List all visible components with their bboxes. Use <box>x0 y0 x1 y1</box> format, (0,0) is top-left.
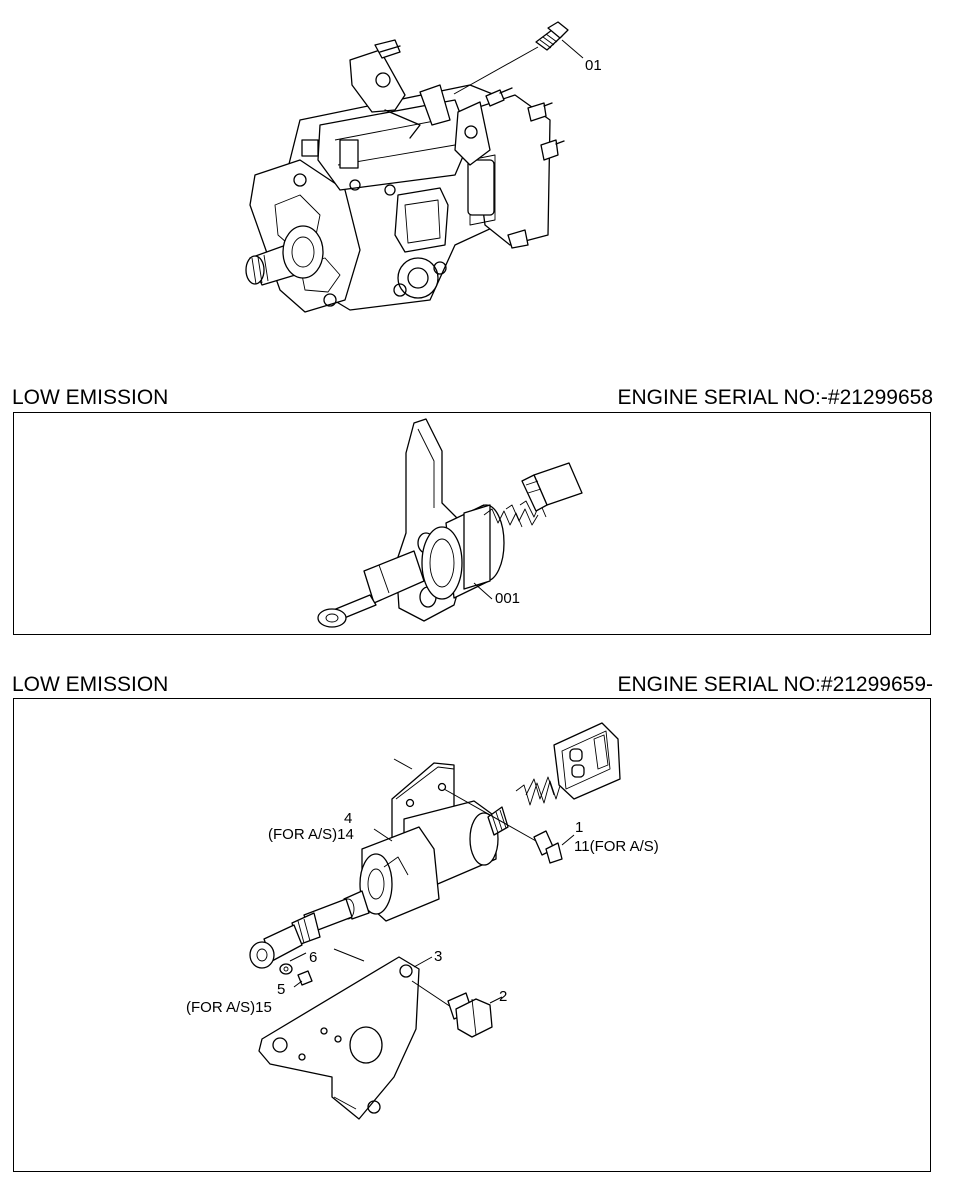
mounting-plate-part-3 <box>258 948 455 1120</box>
callout-001: 001 <box>495 590 520 607</box>
section-a-serial: ENGINE SERIAL NO:-#21299658 <box>617 386 933 409</box>
plunger-late <box>249 890 370 969</box>
callout-01: 01 <box>585 57 602 74</box>
callout-11: 11(FOR A/S) <box>574 838 659 855</box>
washer-nut-5-6 <box>279 952 313 988</box>
solenoid-drawing-early: 001 <box>317 418 583 628</box>
section-b-frame: 4 (FOR A/S)14 1 11(FOR A/S) 6 5 (FOR A/S… <box>13 698 931 1172</box>
solenoid-body <box>421 504 505 600</box>
governor-levers <box>349 39 491 166</box>
spring-and-stud <box>487 776 563 836</box>
plunger-rod <box>317 550 425 628</box>
solenoid-body-late <box>359 800 499 922</box>
section-a-frame: 001 <box>13 412 931 635</box>
mounting-studs <box>485 87 565 249</box>
callout-1: 1 <box>575 819 583 836</box>
section-b-title: LOW EMISSION <box>12 673 169 696</box>
part-01-switch <box>453 21 584 95</box>
section-a-title: LOW EMISSION <box>12 386 169 409</box>
solenoid-drawing-late: 4 (FOR A/S)14 1 11(FOR A/S) 6 5 (FOR A/S… <box>186 722 659 1120</box>
connector-late <box>553 722 621 800</box>
bolt-part-2 <box>447 992 503 1038</box>
callout-6: 6 <box>309 949 317 966</box>
callout-2: 2 <box>499 988 507 1005</box>
section-b-serial: ENGINE SERIAL NO:#21299659- <box>617 673 933 696</box>
injection-pump-drawing: 01 <box>245 21 602 313</box>
callout-3: 3 <box>434 948 442 965</box>
screw-part-1 <box>443 788 575 864</box>
callout-15: (FOR A/S)15 <box>186 999 272 1016</box>
callout-4: 4 <box>344 810 352 827</box>
connector-housing <box>521 462 583 512</box>
callout-14: (FOR A/S)14 <box>268 826 354 843</box>
pump-body <box>245 84 551 313</box>
callout-5: 5 <box>277 981 285 998</box>
